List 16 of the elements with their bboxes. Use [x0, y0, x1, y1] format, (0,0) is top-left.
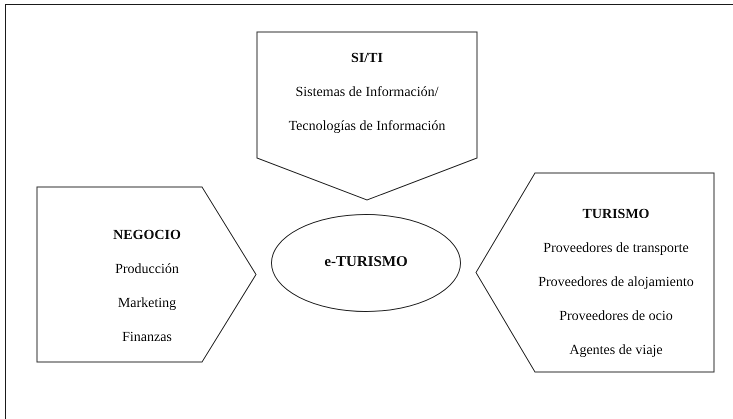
- item-text: Proveedores de transporte: [543, 240, 689, 257]
- pentagon-box: [257, 32, 477, 200]
- item-text: Proveedores de ocio: [559, 308, 673, 325]
- item-text: Proveedores de alojamiento: [538, 274, 694, 291]
- category-heading: NEGOCIO: [113, 227, 181, 244]
- center-label: e-TURISMO: [324, 254, 408, 271]
- item-text: Marketing: [118, 295, 176, 312]
- pentagon-box: [476, 173, 714, 372]
- pentagon-box: [37, 187, 256, 362]
- item-text: Agentes de viaje: [569, 342, 663, 359]
- category-heading: TURISMO: [582, 206, 650, 223]
- category-heading: SI/TI: [351, 50, 383, 67]
- item-text: Sistemas de Información/ Tecnologías de Información: [288, 84, 446, 136]
- item-text: Producción: [115, 261, 179, 278]
- item-text: Finanzas: [122, 329, 172, 346]
- ellipse-node: [271, 214, 461, 312]
